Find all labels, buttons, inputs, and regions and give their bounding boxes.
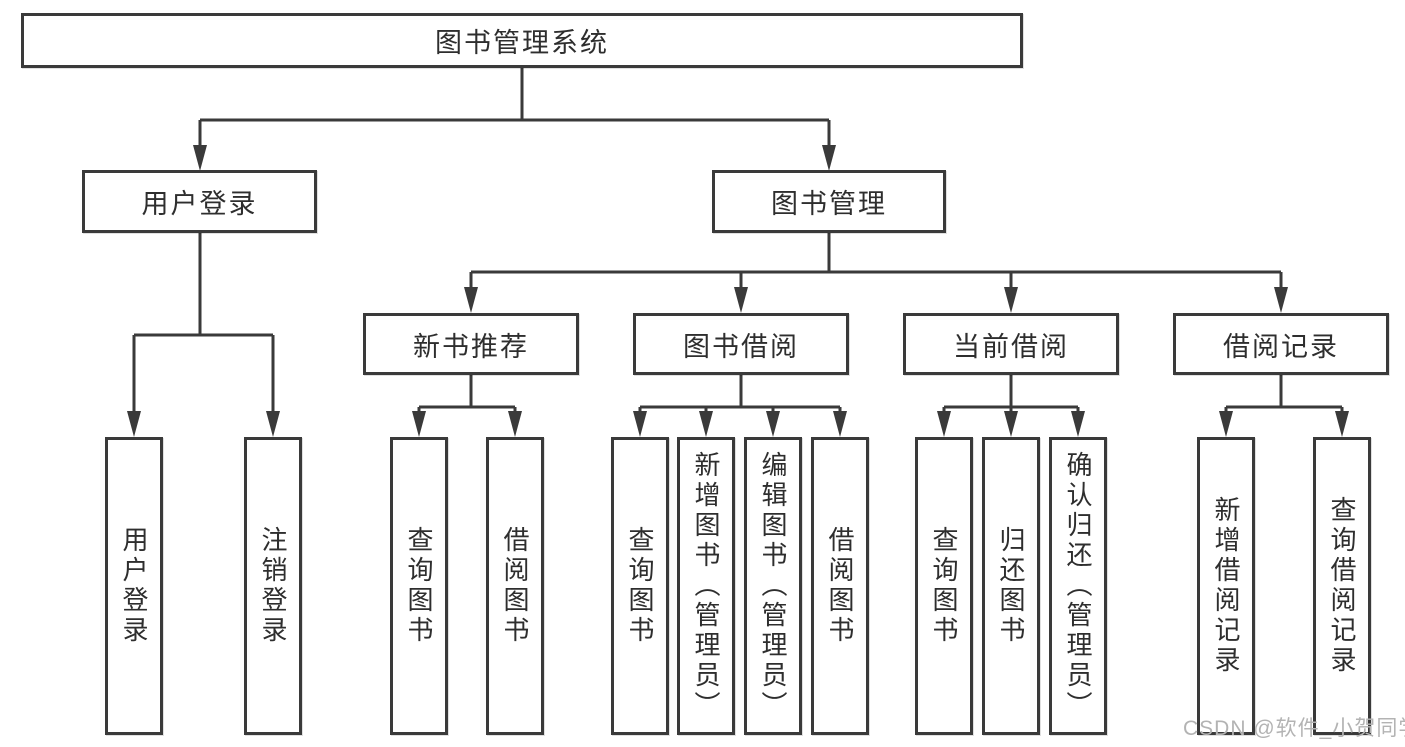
csdn-watermark: CSDN @软件_小贺同学: [1183, 717, 1405, 740]
node-label: 查询图书: [404, 526, 434, 646]
leaf-query-borrow-record: 查询借阅记录: [1313, 437, 1371, 735]
leaf-add-book-admin: 新增图书（管理员）: [677, 437, 735, 735]
node-current-borrowing: 当前借阅: [903, 313, 1119, 375]
node-label: 新书推荐: [413, 331, 529, 362]
leaf-borrow-books-borrowing: 借阅图书: [811, 437, 869, 735]
leaf-user-login: 用户登录: [105, 437, 163, 735]
leaf-confirm-return-admin: 确认归还（管理员）: [1049, 437, 1107, 735]
node-label: 借阅图书: [825, 526, 855, 646]
node-label: 图书管理系统: [435, 28, 609, 58]
node-book-borrowing: 图书借阅: [633, 313, 849, 375]
leaf-query-books-current: 查询图书: [915, 437, 973, 735]
node-label: 确认归还（管理员）: [1063, 451, 1093, 721]
leaf-add-borrow-record: 新增借阅记录: [1197, 437, 1255, 735]
node-library-system: 图书管理系统: [21, 13, 1023, 68]
node-label: 查询图书: [625, 526, 655, 646]
node-label: 当前借阅: [953, 331, 1069, 362]
leaf-edit-book-admin: 编辑图书（管理员）: [744, 437, 802, 735]
node-label: 用户登录: [119, 526, 149, 646]
leaf-query-books-recommend: 查询图书: [390, 437, 448, 735]
node-label: 新增图书（管理员）: [691, 451, 721, 721]
node-user-login-module: 用户登录: [82, 170, 317, 233]
leaf-logout: 注销登录: [244, 437, 302, 735]
node-label: 图书借阅: [683, 331, 799, 362]
node-new-book-recommend: 新书推荐: [363, 313, 579, 375]
node-label: 查询图书: [929, 526, 959, 646]
node-label: 用户登录: [141, 189, 258, 219]
node-label: 借阅记录: [1223, 331, 1339, 362]
arrowheads: [127, 145, 1349, 437]
node-label: 查询借阅记录: [1327, 496, 1357, 676]
node-label: 新增借阅记录: [1211, 496, 1241, 676]
leaf-return-book: 归还图书: [982, 437, 1040, 735]
node-book-management-module: 图书管理: [712, 170, 946, 233]
node-label: 注销登录: [258, 526, 288, 646]
node-label: 借阅图书: [500, 526, 530, 646]
node-borrowing-records: 借阅记录: [1173, 313, 1389, 375]
leaf-query-books-borrowing: 查询图书: [611, 437, 669, 735]
node-label: 归还图书: [996, 526, 1026, 646]
leaf-borrow-books-recommend: 借阅图书: [486, 437, 544, 735]
node-label: 图书管理: [771, 189, 887, 219]
node-label: 编辑图书（管理员）: [758, 451, 788, 721]
